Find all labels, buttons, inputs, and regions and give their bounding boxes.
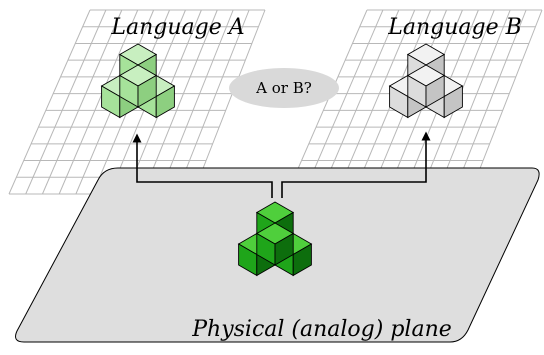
- cube-right-face: [155, 85, 175, 119]
- grid-line: [192, 9, 266, 195]
- arrow-to-language-b: [281, 131, 431, 198]
- grid-line: [41, 9, 123, 195]
- question-bubble: A or B?: [229, 68, 339, 108]
- grid-line: [469, 9, 543, 195]
- cube-cluster-language-a: [100, 43, 176, 119]
- grid-line: [159, 9, 234, 195]
- grid-line: [58, 9, 139, 195]
- grid-line: [286, 9, 368, 195]
- language-a-title: Language A: [110, 15, 244, 40]
- cube-right-face: [274, 232, 294, 266]
- question-text: A or B?: [255, 79, 312, 97]
- grid-line: [175, 9, 250, 195]
- grid-line: [8, 9, 91, 195]
- grid-line: [303, 9, 384, 195]
- grid-line: [436, 9, 511, 195]
- cube: [118, 64, 158, 108]
- grid-line: [452, 9, 527, 195]
- grid-line: [319, 9, 400, 195]
- cube-right-face: [292, 243, 312, 277]
- arrow-to-language-a: [132, 133, 273, 198]
- grid-line: [336, 9, 416, 195]
- cube-right-face: [443, 85, 463, 119]
- language-b-title: Language B: [387, 15, 522, 40]
- branch-arrows: [132, 131, 431, 198]
- cube-right-face: [137, 74, 157, 108]
- grid-line: [25, 9, 107, 195]
- cube-right-face: [425, 74, 445, 108]
- grid-line: [142, 9, 218, 195]
- cube: [255, 222, 295, 266]
- cube-cluster-physical: [237, 201, 313, 277]
- cube: [406, 64, 446, 108]
- cube-cluster-language-b: [388, 43, 464, 119]
- physical-plane-title: Physical (analog) plane: [191, 317, 452, 342]
